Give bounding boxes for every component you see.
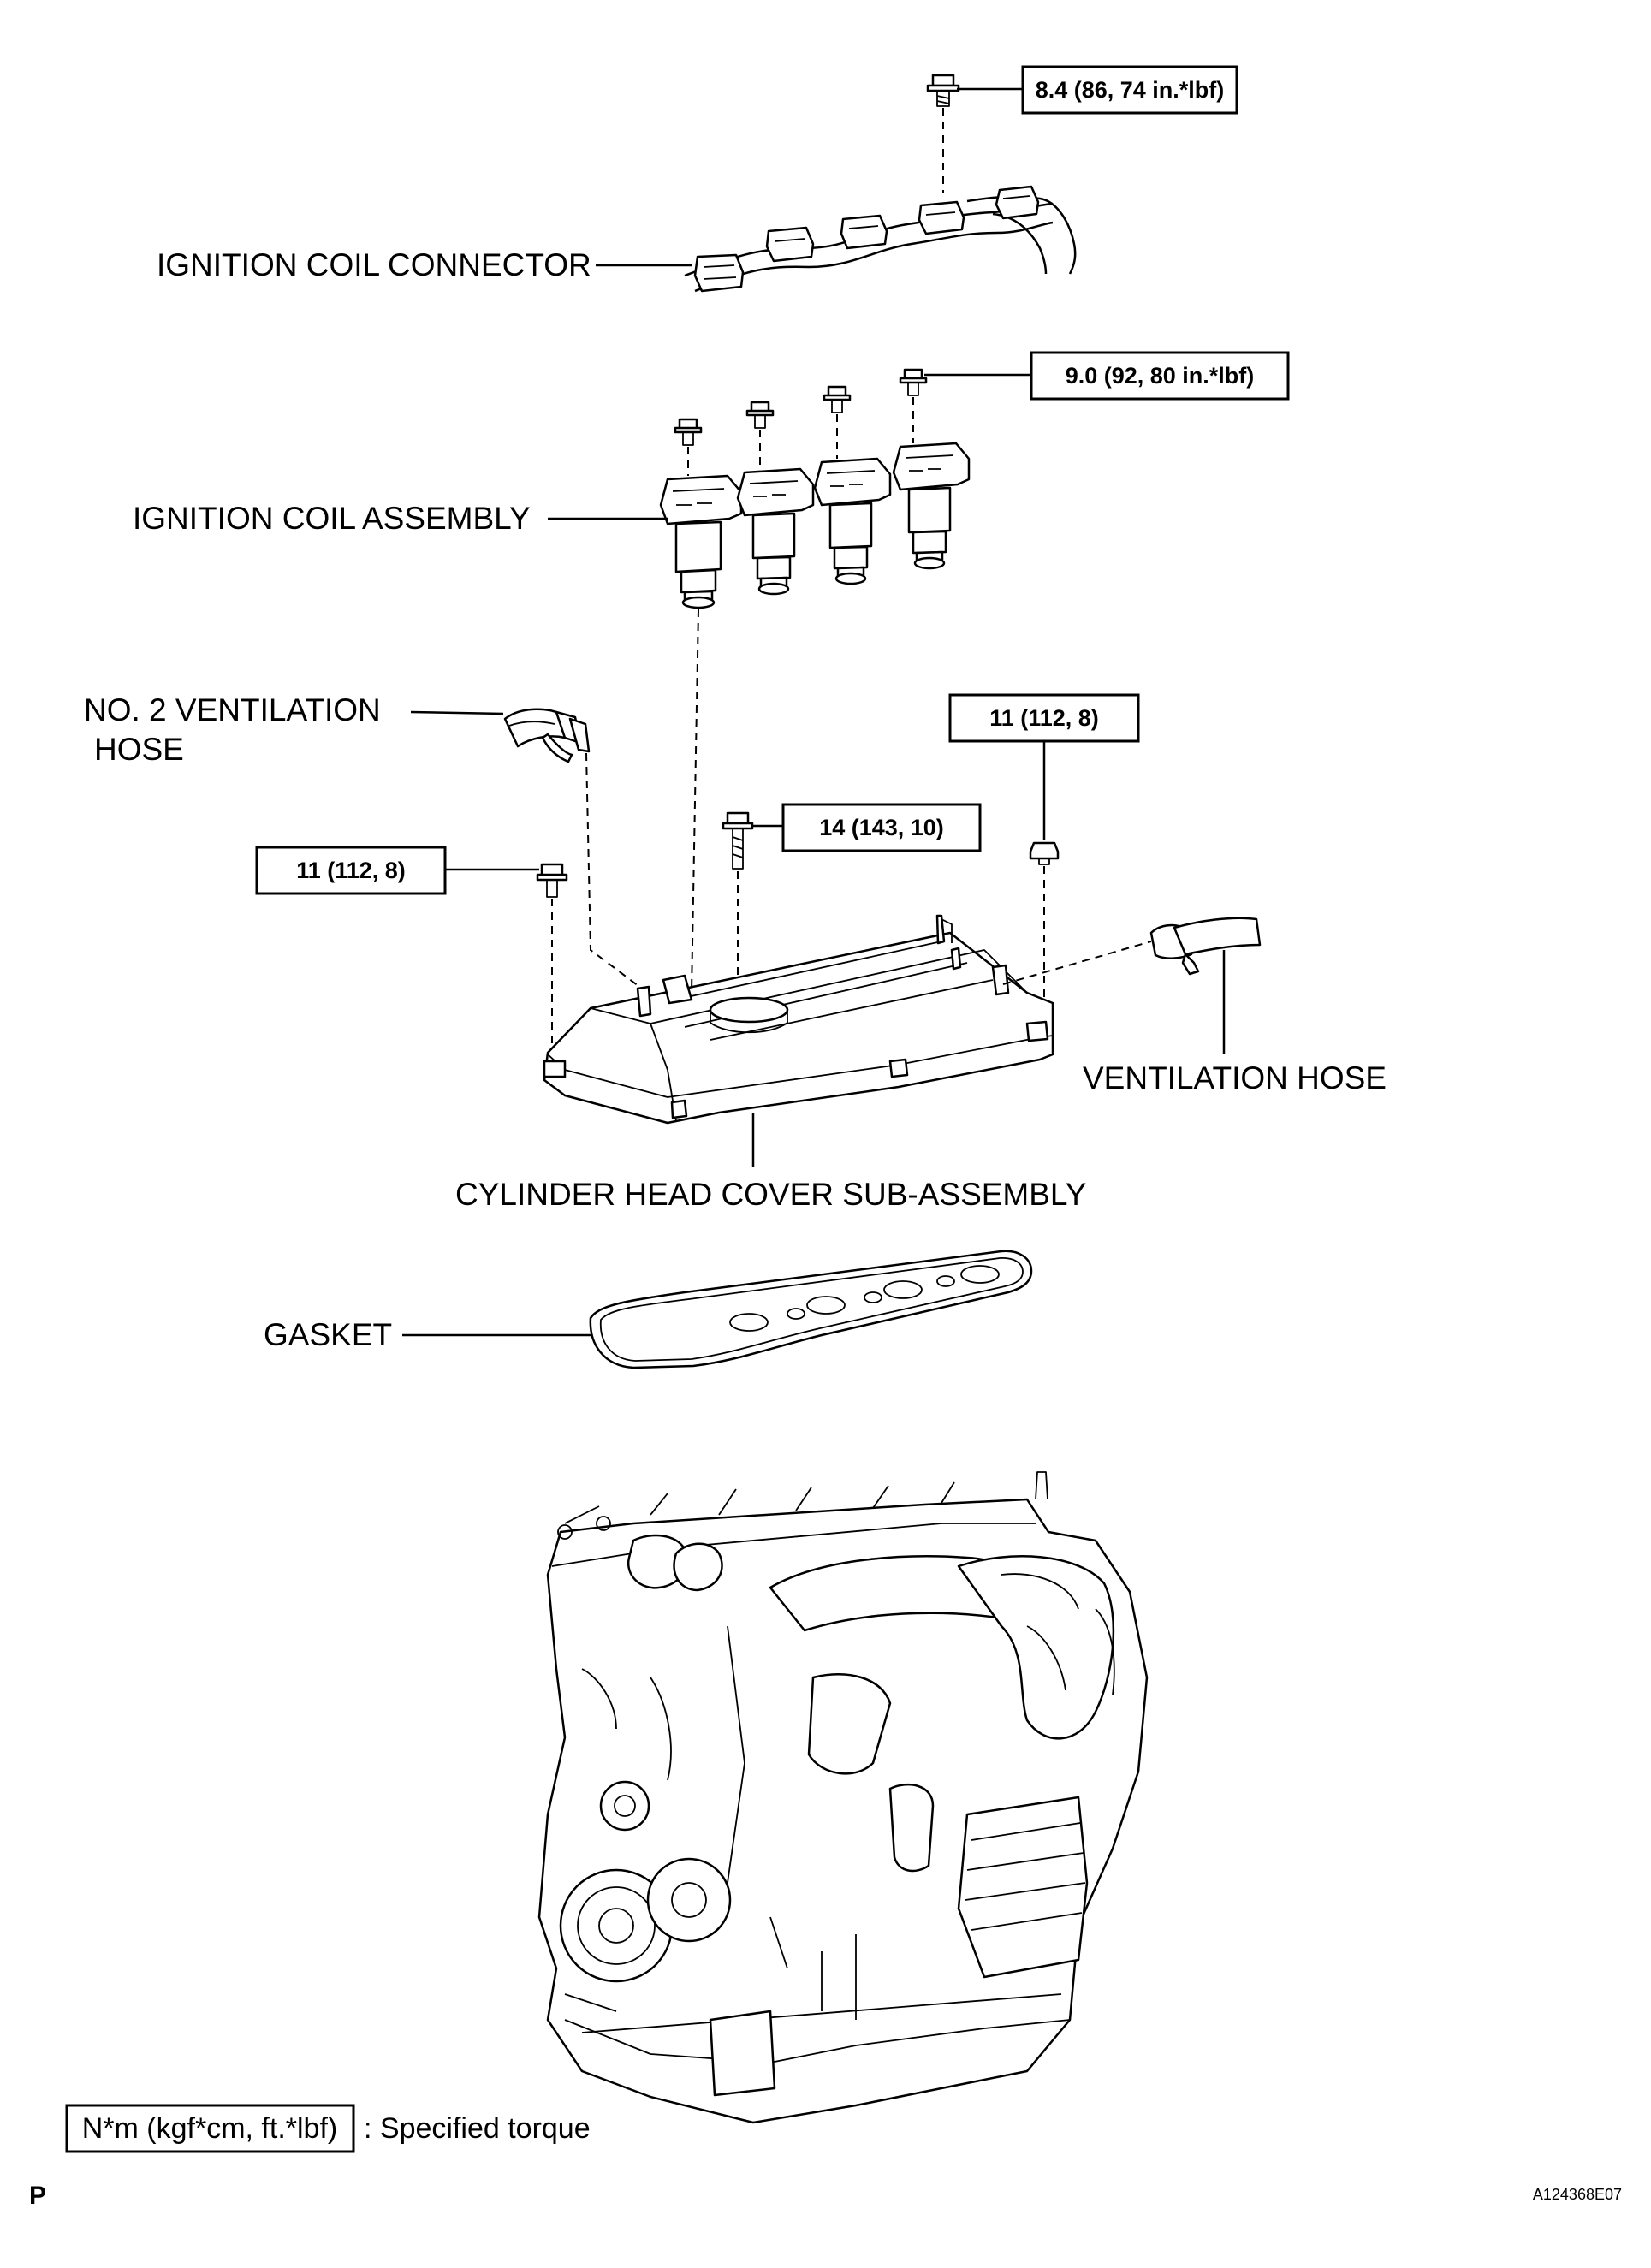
label-cylinder-head-cover: CYLINDER HEAD COVER SUB-ASSEMBLY xyxy=(455,1113,1086,1212)
cylinder-head-cover xyxy=(543,914,1152,1125)
page-marker: P xyxy=(29,2182,46,2210)
torque-value: 14 (143, 10) xyxy=(819,815,944,840)
ignition-coil-4 xyxy=(892,442,971,570)
no2-ventilation-hose xyxy=(503,708,660,1002)
cover-right-nut xyxy=(1029,741,1060,1031)
torque-legend-description: : Specified torque xyxy=(364,2112,591,2145)
cover-center-bolt xyxy=(722,811,783,993)
ventilation-hose xyxy=(1149,917,1262,1054)
svg-text:HOSE: HOSE xyxy=(94,732,184,767)
torque-value: 8.4 (86, 74 in.*lbf) xyxy=(1036,77,1225,103)
coil-bolt-1 xyxy=(674,418,703,476)
label-gasket: GASKET xyxy=(264,1317,592,1352)
torque-box-coil-bolt: 9.0 (92, 80 in.*lbf) xyxy=(1030,351,1290,401)
label-ventilation-hose: VENTILATION HOSE xyxy=(1083,1060,1387,1095)
torque-legend: N*m (kgf*cm, ft.*lbf) : Specified torque xyxy=(65,2104,591,2153)
torque-unit-text: N*m (kgf*cm, ft.*lbf) xyxy=(82,2112,337,2145)
ignition-coil-1 xyxy=(659,474,743,609)
torque-box-cover-right-nut: 11 (112, 8) xyxy=(948,693,1140,743)
engine-block xyxy=(537,1471,1149,2124)
ignition-coil-3 xyxy=(813,457,892,585)
coil-to-cover-dashed-line xyxy=(691,609,699,994)
torque-value: 11 (112, 8) xyxy=(296,858,406,883)
coil-bolt-2 xyxy=(745,401,775,469)
svg-text:VENTILATION HOSE: VENTILATION HOSE xyxy=(1083,1060,1387,1095)
coil-bolt-3 xyxy=(823,385,852,459)
figure-id: A124368E07 xyxy=(1533,2186,1622,2203)
torque-value: 9.0 (92, 80 in.*lbf) xyxy=(1066,363,1255,389)
label-ignition-coil-connector: IGNITION COIL CONNECTOR xyxy=(157,247,692,282)
svg-text:IGNITION COIL CONNECTOR: IGNITION COIL CONNECTOR xyxy=(157,247,591,282)
cover-left-bolt xyxy=(445,863,568,1054)
torque-value: 11 (112, 8) xyxy=(989,705,1099,731)
svg-text:IGNITION COIL ASSEMBLY: IGNITION COIL ASSEMBLY xyxy=(133,501,531,536)
ignition-coil-connector-harness xyxy=(684,185,1077,293)
coil-bolts xyxy=(674,368,1031,476)
gasket xyxy=(589,1250,1033,1369)
torque-box-cover-left-bolt: 11 (112, 8) xyxy=(255,846,447,895)
svg-text:CYLINDER HEAD COVER SUB-ASSEMB: CYLINDER HEAD COVER SUB-ASSEMBLY xyxy=(455,1177,1086,1212)
svg-text:GASKET: GASKET xyxy=(264,1317,392,1352)
ignition-coil-assembly xyxy=(659,442,971,609)
svg-text:NO. 2 VENTILATION: NO. 2 VENTILATION xyxy=(84,692,381,727)
label-no2-ventilation-hose: NO. 2 VENTILATION HOSE xyxy=(84,692,504,767)
torque-box-connector-bolt: 8.4 (86, 74 in.*lbf) xyxy=(1021,65,1238,115)
coil-bolt-4 xyxy=(899,368,1031,443)
torque-unit-box xyxy=(65,2104,355,2153)
connector-bolt xyxy=(926,74,1023,193)
label-ignition-coil-assembly: IGNITION COIL ASSEMBLY xyxy=(133,501,668,536)
ignition-coil-2 xyxy=(736,467,815,596)
torque-box-cover-center-bolt: 14 (143, 10) xyxy=(781,803,982,852)
